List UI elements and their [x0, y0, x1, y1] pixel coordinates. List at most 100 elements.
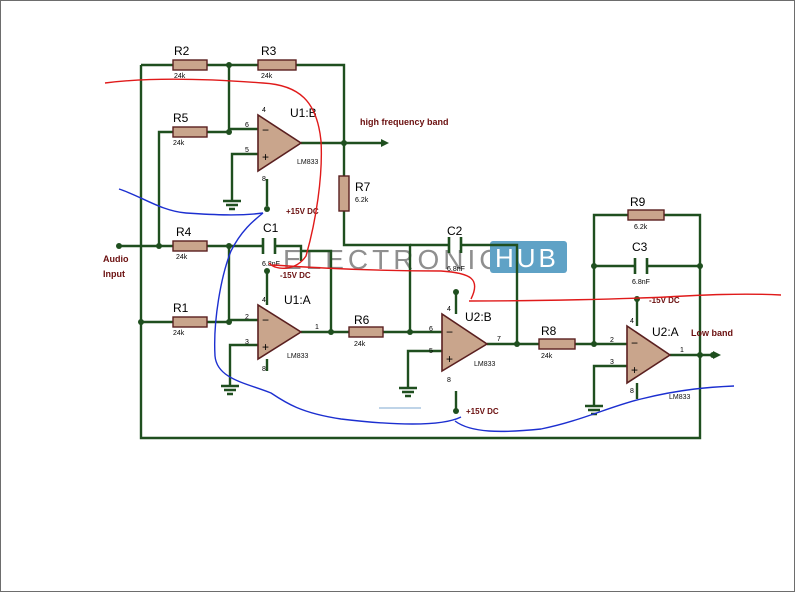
resistor-r5: R5 24k: [172, 111, 208, 147]
pin-label: 8: [447, 377, 451, 384]
resistor-body: [172, 316, 208, 328]
opamp-part: LM833: [297, 159, 319, 166]
junction-node: [697, 352, 703, 358]
pin-label: 2: [245, 314, 249, 321]
resistor-body: [348, 326, 384, 338]
blue-annotation-stroke: [454, 385, 735, 433]
resistor-body: [257, 59, 297, 71]
wire-r7-down: [342, 211, 412, 331]
resistor-r7: R7 6.2k: [338, 175, 371, 212]
resistor-r2: R2 24k: [172, 44, 208, 80]
output-arrow-icon: [713, 351, 721, 359]
output-arrow-icon: [381, 139, 389, 147]
wire-c1-fb: [301, 249, 333, 332]
junction-node: [226, 129, 232, 135]
opamp-body: [257, 303, 303, 361]
pin-label: 4: [262, 107, 266, 114]
capacitor-value: 6.8nF: [632, 279, 650, 286]
blue-annotation-stroke: [213, 212, 462, 425]
watermark-box: [490, 241, 567, 273]
opamp-part: LM833: [474, 361, 496, 368]
resistor-body: [172, 126, 208, 138]
wire-c2: [410, 243, 519, 344]
wire-outer-rail: [139, 65, 702, 440]
inverting-sign: −: [262, 123, 269, 137]
supply-node: [634, 296, 640, 302]
resistor-value: 6.2k: [634, 224, 648, 231]
junction-node: [514, 341, 520, 347]
low-band-label: Low band: [691, 328, 733, 338]
pin-label: 1: [680, 347, 684, 354]
resistor-value: 6.2k: [355, 197, 369, 204]
blue-annotation-stroke: [118, 188, 264, 216]
opamp-name: U2:B: [465, 310, 492, 324]
inverting-sign: −: [631, 336, 638, 350]
watermark: ELECTRONICS HUB: [283, 241, 567, 275]
opamp-body: [257, 113, 303, 173]
opamp-name: U2:A: [652, 325, 679, 339]
resistor-name: R4: [176, 225, 192, 239]
pin-label: 3: [610, 359, 614, 366]
resistor-name: R3: [261, 44, 277, 58]
resistor-body: [338, 175, 350, 212]
resistor-name: R6: [354, 313, 370, 327]
pin-label: 2: [610, 337, 614, 344]
noninverting-sign: +: [631, 363, 638, 377]
resistor-r8: R8 24k: [538, 324, 576, 360]
junction-node: [138, 319, 144, 325]
junction-node: [697, 263, 703, 269]
supply-node: [264, 268, 270, 274]
opamp-u2b: − + U2:B LM833 4 6 5 8 7: [429, 306, 501, 384]
wire-u2a-gnd: [592, 364, 627, 406]
pin-label: 6: [245, 122, 249, 129]
resistor-value: 24k: [173, 140, 185, 147]
resistor-value: 24k: [354, 341, 366, 348]
resistor-r1: R1 24k: [172, 301, 208, 337]
junction-node: [591, 341, 597, 347]
supply-node: [264, 206, 270, 212]
watermark-text: ELECTRONICS: [283, 244, 526, 275]
wires: [119, 63, 713, 440]
resistor-body: [627, 209, 665, 221]
resistor-value: 24k: [541, 353, 553, 360]
pin-label: 4: [262, 297, 266, 304]
noninverting-sign: +: [262, 150, 269, 164]
capacitor-name: C1: [263, 221, 279, 235]
supply-label: -15V DC: [649, 296, 680, 305]
opamp-body: [626, 324, 672, 385]
red-annotation: [104, 78, 782, 302]
junction-node: [328, 329, 334, 335]
ground-icon: [221, 384, 239, 396]
opamp-body: [441, 312, 489, 373]
high-band-label: high frequency band: [360, 117, 449, 127]
resistor-body: [172, 59, 208, 71]
wire-u1a-gnd: [228, 343, 258, 386]
resistor-name: R1: [173, 301, 189, 315]
wire-u2b-gnd: [406, 349, 442, 388]
supply-label: +15V DC: [466, 407, 499, 416]
pin-label: 6: [429, 326, 433, 333]
opamp-name: U1:A: [284, 293, 311, 307]
supply-label: -15V DC: [280, 271, 311, 280]
noninverting-sign: +: [446, 352, 453, 366]
opamp-u1a: − + U1:A LM833 4 2 3 8 1: [245, 293, 319, 373]
input-label-line1: Audio: [103, 254, 129, 264]
red-annotation-stroke: [104, 78, 323, 269]
supply-label: +15V DC: [286, 207, 319, 216]
junction-node: [341, 140, 347, 146]
junction-node: [226, 319, 232, 325]
ground-symbols: [221, 199, 603, 416]
opamp-u2a: − + U2:A LM833 4 2 3 8 1: [610, 318, 691, 401]
resistor-name: R8: [541, 324, 557, 338]
capacitor-value: 6.8nF: [447, 266, 465, 273]
pin-label: 8: [262, 176, 266, 183]
junction-node: [591, 263, 597, 269]
capacitor-c2: C2 6.8nF: [447, 224, 465, 273]
resistor-name: R5: [173, 111, 189, 125]
supply-node: [453, 289, 459, 295]
pin-label: 3: [245, 339, 249, 346]
capacitor-c1: C1 6.8nF: [261, 221, 280, 268]
resistor-body: [538, 338, 576, 350]
